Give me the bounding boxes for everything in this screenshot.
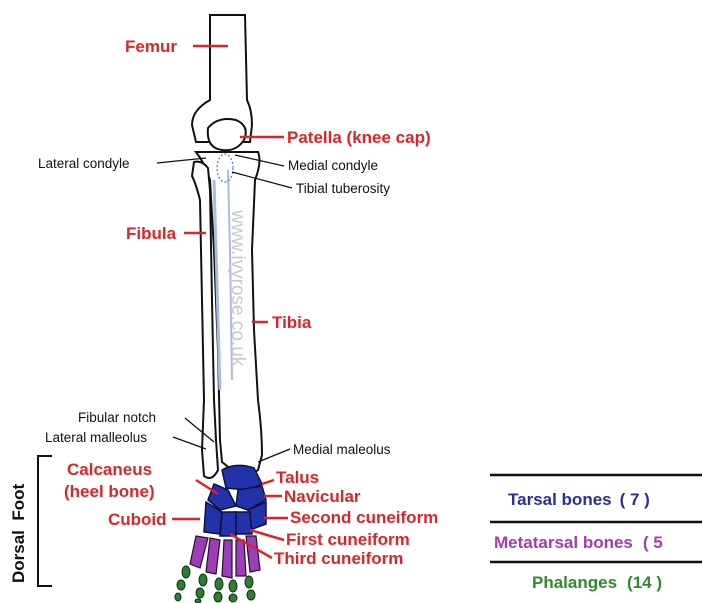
label-cuboid: Cuboid	[108, 510, 167, 529]
metatarsal-3	[222, 540, 232, 578]
label-calcaneus-sub: (heel bone)	[64, 482, 155, 501]
label-dorsal-foot: Dorsal Foot	[9, 483, 28, 583]
phalanx	[247, 590, 255, 600]
phalanx	[245, 576, 253, 588]
third-cuneiform-bone	[220, 512, 236, 536]
label-patella: Patella (knee cap)	[287, 128, 431, 147]
phalanx	[199, 574, 207, 586]
phalanx	[195, 599, 201, 603]
metatarsal-5	[246, 536, 260, 572]
phalanx	[175, 593, 181, 601]
metatarsal-1	[190, 536, 208, 568]
phalanx	[182, 566, 190, 578]
label-femur: Femur	[125, 37, 177, 56]
label-tibial-tuberosity: Tibial tuberosity	[296, 181, 390, 196]
label-talus: Talus	[276, 468, 319, 487]
label-third-cuneiform: Third cuneiform	[274, 549, 403, 568]
patella-bone	[208, 119, 246, 150]
phalanx	[229, 594, 237, 602]
legend-metatarsal: Metatarsal bones( 5	[494, 533, 663, 552]
metatarsal-2	[206, 538, 220, 574]
bone-legend: Tarsal bones( 7 ) Metatarsal bones( 5 Ph…	[490, 475, 702, 592]
label-calcaneus: Calcaneus	[67, 460, 152, 479]
label-navicular: Navicular	[284, 487, 361, 506]
watermark: www.ivyrose.co.uk	[227, 209, 248, 367]
label-second-cuneiform: Second cuneiform	[290, 508, 438, 527]
phalanx	[229, 580, 237, 592]
metatarsal-bones	[190, 536, 260, 578]
phalanx	[177, 580, 185, 590]
label-first-cuneiform: First cuneiform	[286, 530, 410, 549]
phalanx	[214, 592, 222, 602]
label-medial-condyle: Medial condyle	[288, 158, 378, 173]
label-tibia: Tibia	[272, 313, 312, 332]
metatarsal-4	[236, 540, 246, 576]
label-lateral-malleolus: Lateral malleolus	[45, 430, 147, 445]
legend-tarsal: Tarsal bones( 7 )	[508, 490, 650, 509]
label-medial-malleolus: Medial maleolus	[293, 442, 391, 457]
phalanx	[215, 578, 223, 590]
dorsal-foot-bracket: Dorsal Foot	[9, 456, 52, 586]
label-fibula: Fibula	[126, 224, 177, 243]
label-lateral-condyle: Lateral condyle	[38, 156, 130, 171]
label-fibular-notch: Fibular notch	[78, 410, 156, 425]
legend-phalanges: Phalanges(14 )	[532, 573, 662, 592]
phalanx	[196, 588, 204, 598]
